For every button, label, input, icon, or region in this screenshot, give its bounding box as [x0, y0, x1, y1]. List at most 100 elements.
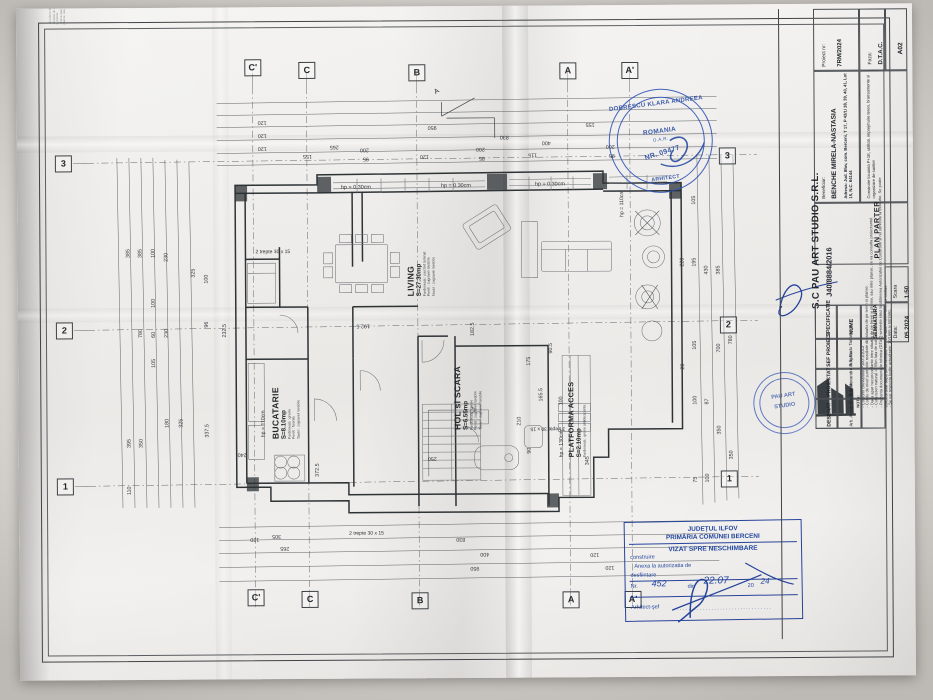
dim-int-210: 210: [516, 416, 523, 426]
dim-right-105b: 105: [691, 340, 699, 350]
room-label-hol-scara: HOL si SCARA S=6.55mp Pardoseala : gresi…: [452, 366, 483, 430]
tb-cell-project-no: [812, 8, 860, 71]
room-name: HOL si SCARA: [452, 365, 463, 431]
tb-row-spec-0: SEF PROIECT: [825, 332, 833, 367]
studio-logo: [815, 377, 856, 417]
dim-int-1925: 192.5: [356, 322, 370, 329]
parapet-note-2: hp = 0.30cm: [441, 182, 471, 190]
dim-top-120d: 120: [419, 153, 429, 160]
designer-signature: [775, 281, 838, 317]
grid-bubble-top-A-prime: A': [621, 61, 639, 80]
architect-round-stamp: DOBRESCU KLARA ANDREEA ROMANIA O.A.R. NR…: [602, 82, 719, 200]
floor-plan-drawing: [72, 70, 759, 608]
dim-left-60: 60: [150, 331, 157, 338]
dim-right-350b: 350: [728, 450, 735, 460]
tb-cell-sheet-no: [884, 8, 908, 71]
grid-bubble-top-B: B: [408, 64, 426, 82]
tb-beneficiary-name: BENCHE MIRELA-NASTASIA: [830, 108, 839, 199]
dim-right-28: 28: [680, 363, 687, 370]
grid-bubble-top-A: A: [559, 62, 577, 80]
room-finish: Pardoseala : gresie Pereti : faianta Tav…: [287, 399, 301, 440]
dim-top-950: 950: [427, 124, 437, 131]
dim-right-220: 220: [679, 257, 686, 267]
grid-bubble-bottom-C: C: [301, 590, 319, 609]
parapet-note-1: hp = 0.30cm: [341, 184, 371, 191]
dim-right-100: 100: [692, 395, 699, 405]
dim-bot-950: 950: [470, 564, 480, 571]
dim-int-345: 345: [584, 456, 591, 466]
tb-date-value: 05.2024: [903, 315, 911, 339]
dim-bot-120b: 120: [250, 536, 260, 543]
dim-left-100c: 100: [203, 274, 210, 284]
dim-left-372: 372.5: [314, 463, 321, 477]
room-label-living: LIVING S=27.30mp Pardoseala : parchet la…: [405, 252, 436, 297]
tb-row-spec-2: DESENAT: [826, 402, 833, 427]
drawing-sheet: - Conform Breviarului P100-1/2013 - Cote…: [15, 3, 917, 681]
dim-left-395: 395: [126, 439, 133, 449]
tb-address: Adresa: Jud. Ilfov, com. Berceni, T 17, …: [842, 71, 853, 198]
dim-right-700: 700: [716, 343, 723, 353]
dim-left-232: 232.5: [221, 323, 228, 338]
parapet-note-130: hp = 130cm: [558, 430, 565, 458]
dim-bot-830: 830: [456, 536, 466, 543]
dim-left-337: 337.5: [204, 424, 211, 438]
tb-project-no-label: Proiect nr:: [821, 43, 828, 67]
dim-bot-120: 120: [590, 551, 600, 558]
title-block: Proiect nr: 7RM/2024 Faza: D.T.A.C. A02 …: [777, 8, 911, 640]
dim-top-830: 830: [499, 133, 509, 140]
dim-top-200b: 200: [475, 145, 485, 152]
dim-int-250: 250: [427, 455, 437, 462]
tb-company-name: S.C PAU ART STUDIO S.R.L.: [809, 172, 822, 309]
tb-scale-value: 1:50: [903, 285, 911, 299]
dim-top-120a: 120: [257, 119, 267, 126]
municipal-approval-stamp: JUDEȚUL ILFOV PRIMĂRIA COMUNEI BERCENI V…: [623, 519, 804, 623]
dim-left-100b: 100: [150, 298, 157, 308]
dim-right-87: 87: [704, 398, 711, 405]
grid-bubble-bottom-B: B: [411, 592, 429, 610]
tb-row-spec-1: PROIECTAT: [826, 367, 833, 397]
grid-bubble-top-C: C: [298, 61, 316, 80]
dim-bot-400: 400: [480, 550, 490, 557]
dim-left-100a: 100: [150, 248, 157, 258]
dim-top-85: 85: [478, 154, 485, 161]
parapet-note-110-b: hp = 110cm: [260, 410, 267, 438]
stamp-signature: [660, 136, 705, 167]
dim-left-385a: 385: [125, 249, 132, 259]
dim-top-155: 155: [302, 152, 312, 159]
tb-row-name-2: Arh. Alexandra Bulgaru: [848, 381, 854, 427]
dim-right-195: 195: [691, 257, 698, 267]
grid-bubble-bottom-A: A: [562, 591, 580, 609]
dim-left-230a: 230: [163, 252, 170, 262]
dim-bot-305: 305: [272, 533, 282, 540]
tb-drawing-title: PLAN PARTER: [872, 200, 882, 259]
dim-left-780: 780: [137, 328, 144, 339]
tb-object-value: Construire locuinta P+1E, utilitati, imp…: [865, 74, 877, 199]
dim-int-100: 100: [558, 396, 565, 406]
tb-col-header-sign: SEMNATURA: [872, 304, 879, 339]
dim-right-385: 385: [715, 265, 722, 275]
dim-int-1655: 165.5: [538, 388, 545, 402]
room-name: PLATFORMA ACCES: [566, 381, 576, 458]
room-label-platforma-acces: PLATFORMA ACCES S=2.10mp Pardoseala : gr…: [566, 382, 587, 458]
dim-top-95: 95: [362, 155, 369, 162]
dim-top-115: 115: [528, 151, 537, 158]
dim-right-350: 350: [716, 425, 723, 435]
dim-bot-265: 265: [280, 545, 290, 552]
dim-left-180: 180: [164, 418, 171, 428]
dim-left-110: 110: [126, 486, 133, 496]
parapet-note-3: hp = 0.30cm: [535, 181, 565, 188]
dim-top-400: 400: [541, 139, 551, 146]
dim-left-325: 325: [190, 268, 197, 278]
dim-left-230b: 230: [163, 328, 170, 338]
dim-int-90: 90: [526, 447, 533, 454]
tb-phase-label: Faza:: [867, 51, 874, 65]
grid-bubble-left-3: 3: [54, 155, 72, 173]
dim-right-75: 75: [692, 476, 699, 483]
dim-left-325b: 325: [178, 418, 185, 428]
dim-right-430: 430: [703, 265, 710, 275]
dim-left-385b: 385: [137, 248, 144, 259]
tb-phase-value: D.T.A.C.: [878, 41, 885, 65]
tb-date-label: Data:: [892, 325, 899, 339]
room-name: LIVING: [405, 265, 416, 297]
dim-top-265: 265: [329, 143, 339, 150]
